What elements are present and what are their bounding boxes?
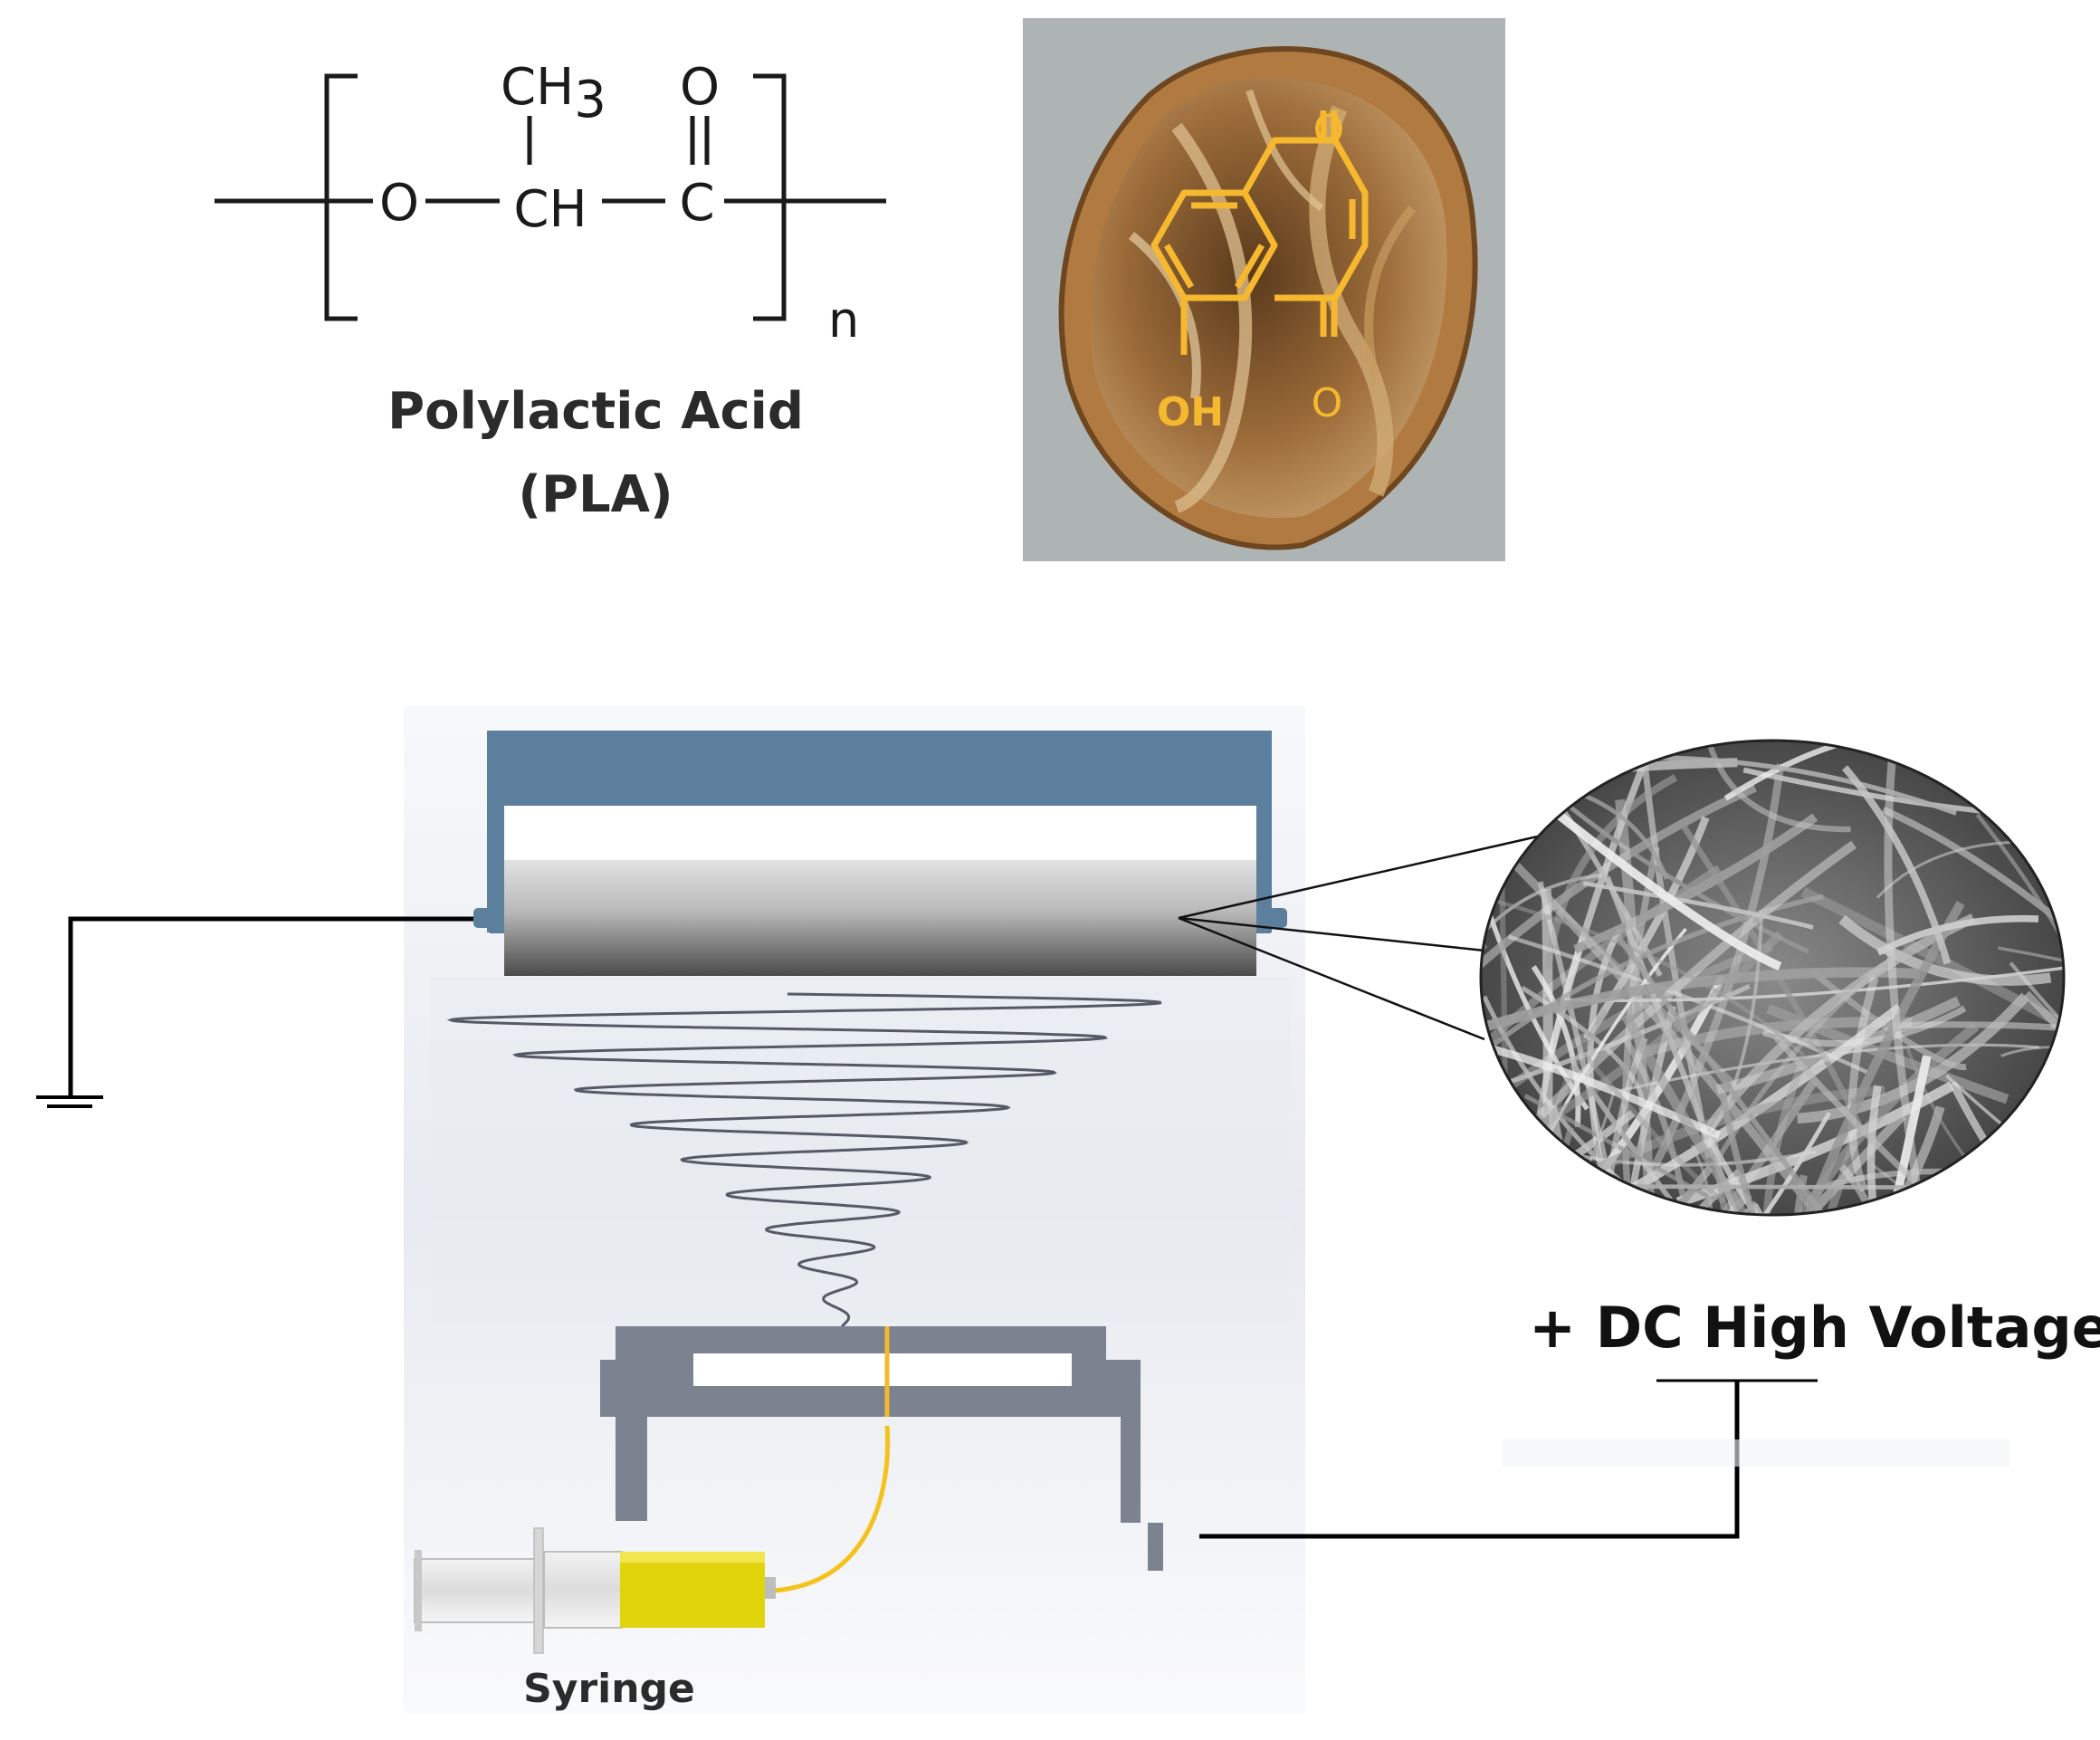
nanofiber	[1719, 1092, 1794, 1215]
nanofiber	[1603, 1184, 1988, 1190]
polymer-jet	[446, 992, 1162, 1328]
nanofiber	[2009, 1203, 2064, 1215]
nanofiber	[1702, 741, 1851, 833]
nanofiber	[1564, 964, 2064, 1002]
left-bracket	[324, 73, 358, 321]
electrospinning-setup: Syringe + DC High Voltage	[36, 706, 2100, 1713]
nanofiber	[1815, 1214, 1948, 1215]
nanofiber	[1699, 1125, 2038, 1215]
nanofiber	[1876, 914, 2039, 956]
nanofiber	[1723, 741, 1895, 801]
nanofiber	[2023, 990, 2064, 1215]
nanofiber	[1540, 1111, 1832, 1215]
nanofiber	[1838, 914, 2052, 986]
nanofiber	[1580, 1051, 1725, 1204]
ground-wire	[68, 916, 473, 1095]
repeat-n: n	[828, 292, 859, 349]
walnut-photo: O O OH	[1023, 18, 1505, 561]
nanofiber	[1888, 1021, 2064, 1092]
hv-wire	[1199, 1381, 1740, 1539]
nanofiber	[1761, 1005, 1967, 1047]
nanofiber	[1838, 1163, 1890, 1215]
juglone-o-top: O	[1313, 107, 1345, 153]
nanofiber	[1610, 1112, 1906, 1215]
nanofiber	[1975, 813, 2064, 1099]
nanofiber	[1597, 1085, 1885, 1172]
collector-frame	[487, 731, 1272, 932]
nanofiber	[1949, 1081, 2064, 1215]
nanofiber	[2048, 741, 2064, 963]
nanofiber	[1481, 1200, 1758, 1215]
nanofiber	[2000, 1045, 2064, 1062]
juglone-structure	[1150, 110, 1369, 355]
nanofiber	[1841, 765, 1952, 965]
nanofiber	[1481, 967, 1920, 1050]
syringe-solution	[620, 1552, 765, 1628]
spinneret-holder	[600, 1326, 1163, 1571]
carbonyl-oxygen: O	[680, 58, 720, 117]
nanofiber	[1736, 1022, 1980, 1215]
nanofiber	[1685, 1208, 1857, 1215]
drum-collector	[504, 860, 1256, 976]
axle-right	[1256, 903, 1271, 933]
ch3-label: CH3	[501, 58, 606, 129]
nanofiber	[1571, 1064, 1856, 1215]
nanofiber	[1679, 821, 1866, 1134]
nanofiber	[1669, 1207, 1882, 1215]
juglone-oh: OH	[1157, 389, 1224, 435]
pla-name: Polylactic Acid	[387, 382, 804, 441]
nanofiber	[2072, 858, 2100, 942]
nanofiber	[1656, 755, 1957, 816]
nanofiber	[1620, 1043, 2039, 1092]
walnut-cavity	[1090, 77, 1447, 519]
nanofiber	[2009, 961, 2064, 1215]
right-bracket	[753, 73, 787, 321]
feed-tube	[768, 1425, 891, 1593]
nanofiber	[1711, 1141, 1815, 1215]
carbonyl-carbon: C	[679, 174, 714, 233]
nanofiber	[1481, 894, 1805, 1057]
nanofiber	[2062, 1139, 2064, 1162]
ester-oxygen: O	[379, 174, 419, 233]
pla-structure: CH3 O O CH C n Polylactic Acid (PLA)	[215, 58, 886, 524]
nanofiber	[1977, 1150, 2064, 1215]
voltage-label: + DC High Voltage	[1529, 1295, 2100, 1361]
ch-label: CH	[513, 180, 587, 239]
nanofiber	[1752, 1203, 1977, 1215]
nanofiber	[1704, 911, 1764, 1142]
nanofiber	[1537, 840, 1857, 1119]
nanofiber	[1847, 976, 1879, 1192]
nanofiber	[1690, 1144, 1714, 1215]
zoom-lines	[1178, 829, 1562, 1041]
syringe-label: Syringe	[523, 1666, 695, 1712]
nanofiber	[1715, 996, 1962, 1095]
nanofiber	[1989, 741, 2064, 791]
juglone-o-bottom: O	[1312, 380, 1343, 426]
nanofiber	[1582, 881, 1814, 930]
nanofiber	[1704, 913, 1976, 1132]
nanofiber	[1866, 1085, 1933, 1215]
axle-left	[473, 908, 492, 928]
nanofiber	[1945, 1074, 2064, 1215]
nanofiber	[1800, 886, 2064, 1109]
nanofiber	[1383, 906, 1471, 1225]
nanofiber	[2049, 1024, 2064, 1212]
nanofiber	[1998, 946, 2064, 1084]
nanofiber	[1555, 810, 1782, 970]
nanofiber	[1573, 813, 1818, 954]
syringe	[414, 1527, 776, 1654]
nanofiber	[1713, 949, 1903, 1163]
pla-abbr: (PLA)	[518, 465, 673, 524]
nanofiber	[2023, 1128, 2064, 1205]
nanofiber	[1481, 1164, 1714, 1215]
nanofiber	[1881, 806, 2064, 1027]
nanofiber	[1766, 1105, 1945, 1215]
holder-slot	[693, 1353, 1072, 1386]
nanofiber	[1621, 1013, 1904, 1215]
nanofiber	[1615, 934, 1862, 1215]
